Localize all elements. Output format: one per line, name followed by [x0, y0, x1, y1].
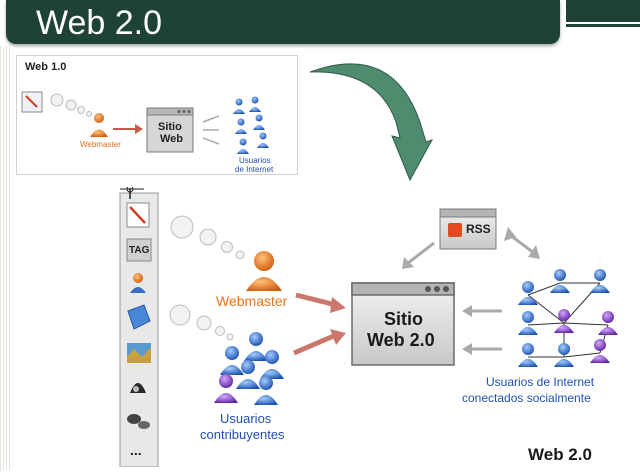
web1-diagram: Web 1.0 Sitio Web Webmaster Usuarios de …	[16, 55, 298, 175]
banner-accent	[566, 0, 640, 22]
web2-diagram: RSS Webmaster Sitio Web 2.0 Usuarios con…	[116, 185, 636, 468]
social-line1: Usuarios de Internet	[486, 375, 595, 389]
banner-accent-line	[566, 24, 640, 27]
contrib-line2: contribuyentes	[200, 427, 285, 442]
toolbar-more-icon: ...	[130, 442, 142, 458]
web2-site-line2: Web 2.0	[367, 330, 435, 350]
web1-site-line1: Sitio	[158, 121, 182, 133]
web2-corner-label: Web 2.0	[528, 445, 592, 464]
web1-label: Web 1.0	[25, 61, 67, 73]
curved-arrow	[309, 63, 434, 182]
web2-illustration	[119, 185, 618, 468]
web1-users-line2: de Internet	[235, 165, 274, 174]
web1-users-line1: Usuarios	[239, 156, 271, 165]
title-banner: Web 2.0	[6, 0, 560, 44]
decorative-stripes	[0, 46, 12, 470]
web1-site-line2: Web	[160, 133, 184, 145]
web2-site-line1: Sitio	[384, 309, 423, 329]
slide-title: Web 2.0	[36, 4, 163, 42]
contrib-line1: Usuarios	[220, 411, 272, 426]
web2-webmaster-label: Webmaster	[216, 293, 288, 309]
web1-illustration	[21, 91, 269, 154]
social-line2: conectados socialmente	[462, 391, 591, 405]
rss-label: RSS	[466, 222, 491, 236]
toolbar-tag-icon: TAG	[129, 245, 150, 256]
web1-webmaster-label: Webmaster	[80, 140, 121, 149]
